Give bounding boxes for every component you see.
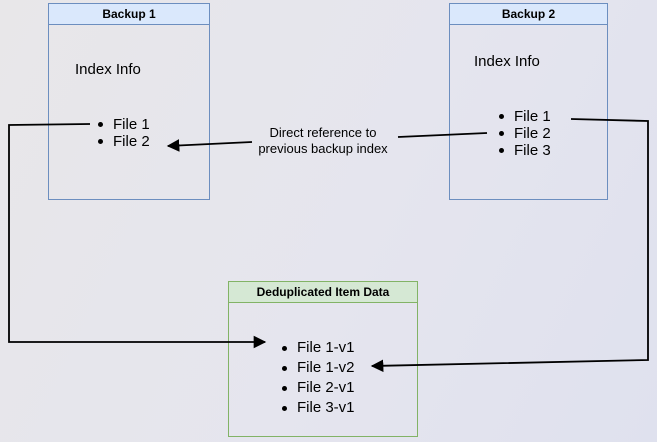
list-item-label: File 2-v1	[297, 379, 355, 396]
list-item-label: File 1-v1	[297, 339, 355, 356]
list-item: File 1-v1	[281, 338, 355, 358]
list-item: File 3	[498, 142, 551, 159]
bullet-icon	[282, 345, 287, 351]
list-item-label: File 2	[514, 125, 551, 142]
bullet-icon	[282, 385, 287, 391]
node-backup-1-file-list: File 1 File 2	[97, 116, 150, 150]
node-dedup-file-list: File 1-v1 File 1-v2 File 2-v1 File 3-v1	[281, 338, 355, 418]
edge-label-direct-reference: Direct reference to previous backup inde…	[238, 125, 408, 156]
list-item: File 2	[498, 125, 551, 142]
node-backup-2: Backup 2 Index Info File 1 File 2 File 3	[449, 3, 608, 200]
list-item: File 2-v1	[281, 378, 355, 398]
edge-label-line1: Direct reference to	[269, 125, 377, 140]
list-item-label: File 1	[113, 116, 150, 133]
bullet-icon	[499, 148, 504, 153]
node-backup-2-file-list: File 1 File 2 File 3	[498, 108, 551, 159]
node-backup-2-subtitle: Index Info	[474, 53, 540, 70]
node-dedup-header: Deduplicated Item Data	[229, 282, 417, 303]
node-backup-1: Backup 1 Index Info File 1 File 2	[48, 3, 210, 200]
node-backup-1-header: Backup 1	[49, 4, 209, 25]
node-backup-2-title: Backup 2	[501, 7, 556, 21]
node-dedup-title: Deduplicated Item Data	[256, 285, 390, 299]
list-item-label: File 1-v2	[297, 359, 355, 376]
list-item: File 1-v2	[281, 358, 355, 378]
node-backup-1-subtitle: Index Info	[75, 61, 141, 78]
list-item-label: File 2	[113, 133, 150, 150]
list-item-label: File 3	[514, 142, 551, 159]
list-item: File 3-v1	[281, 398, 355, 418]
bullet-icon	[499, 131, 504, 136]
bullet-icon	[98, 122, 103, 127]
list-item: File 1	[97, 116, 150, 133]
list-item-label: File 3-v1	[297, 399, 355, 416]
list-item: File 2	[97, 133, 150, 150]
list-item: File 1	[498, 108, 551, 125]
bullet-icon	[282, 405, 287, 411]
node-backup-1-title: Backup 1	[102, 7, 156, 21]
node-deduplicated-item-data: Deduplicated Item Data File 1-v1 File 1-…	[228, 281, 418, 437]
bullet-icon	[98, 139, 103, 144]
bullet-icon	[499, 114, 504, 119]
node-backup-2-header: Backup 2	[450, 4, 607, 25]
bullet-icon	[282, 365, 287, 371]
list-item-label: File 1	[514, 108, 551, 125]
edge-label-line2: previous backup index	[258, 140, 388, 156]
